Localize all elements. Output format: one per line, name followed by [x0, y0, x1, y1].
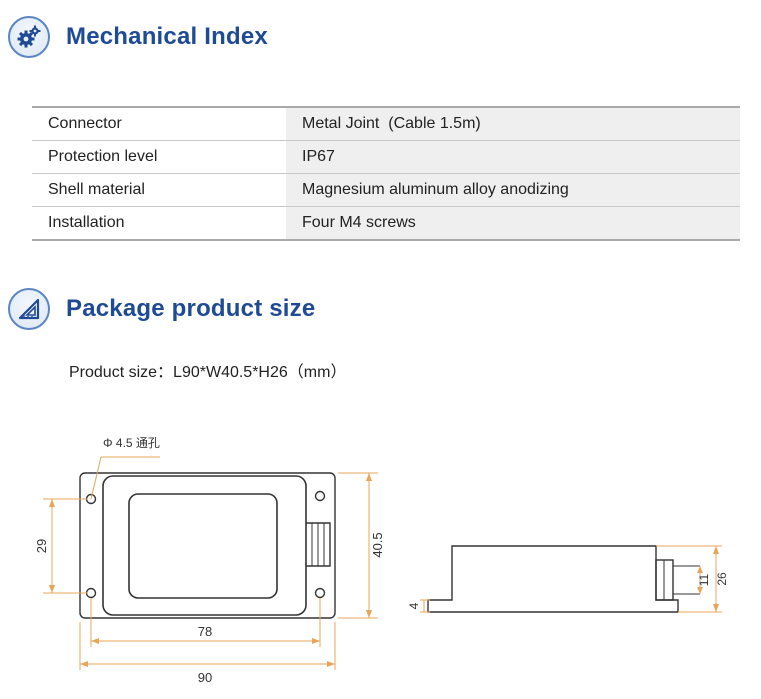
gears-icon [8, 16, 50, 58]
table-row: Connector Metal Joint (Cable 1.5m) [32, 107, 740, 141]
spec-label: Shell material [48, 181, 145, 198]
dim-11: 11 [697, 573, 711, 586]
table-row: Installation Four M4 screws [32, 206, 740, 240]
dim-29: 29 [34, 539, 49, 553]
spec-label: Installation [48, 214, 125, 231]
spec-value: Four M4 screws [286, 206, 740, 240]
package-size-title: Package product size [66, 295, 316, 322]
dim-78: 78 [198, 624, 212, 639]
dim-26: 26 [715, 572, 729, 586]
top-panel [128, 493, 278, 599]
front-view [79, 472, 336, 619]
dim-4: 4 [407, 602, 421, 609]
side-housing [427, 545, 679, 613]
dimension-drawing: Φ 4.5 通孔 29 40.5 78 90 4 11 26 [34, 436, 729, 685]
table-row: Protection level IP67 [32, 140, 740, 174]
hole-spec-label: Φ 4.5 通孔 [103, 436, 160, 450]
dim-40-5: 40.5 [370, 532, 385, 557]
spec-value: Metal Joint (Cable 1.5m) [286, 107, 740, 141]
package-size-heading: Package product size [8, 288, 315, 330]
mounting-hole [314, 587, 326, 599]
dim-90: 90 [198, 670, 212, 685]
mounting-hole [314, 490, 326, 502]
mechanical-index-heading: Mechanical Index [8, 16, 268, 58]
mechanical-index-title: Mechanical Index [66, 23, 268, 50]
housing-body [102, 475, 307, 616]
spec-label: Connector [48, 115, 122, 132]
spec-value: Magnesium aluminum alloy anodizing [286, 173, 740, 207]
table-row: Shell material Magnesium aluminum alloy … [32, 173, 740, 207]
set-square-icon [8, 288, 50, 330]
spec-value: IP67 [286, 140, 740, 174]
mounting-plate [79, 472, 336, 619]
side-view [427, 545, 700, 613]
mounting-hole [85, 587, 97, 599]
mechanical-specs-table: Connector Metal Joint (Cable 1.5m) Prote… [32, 106, 740, 241]
product-size-text: Product size：L90*W40.5*H26（mm） [69, 364, 347, 381]
spec-label: Protection level [48, 148, 158, 165]
